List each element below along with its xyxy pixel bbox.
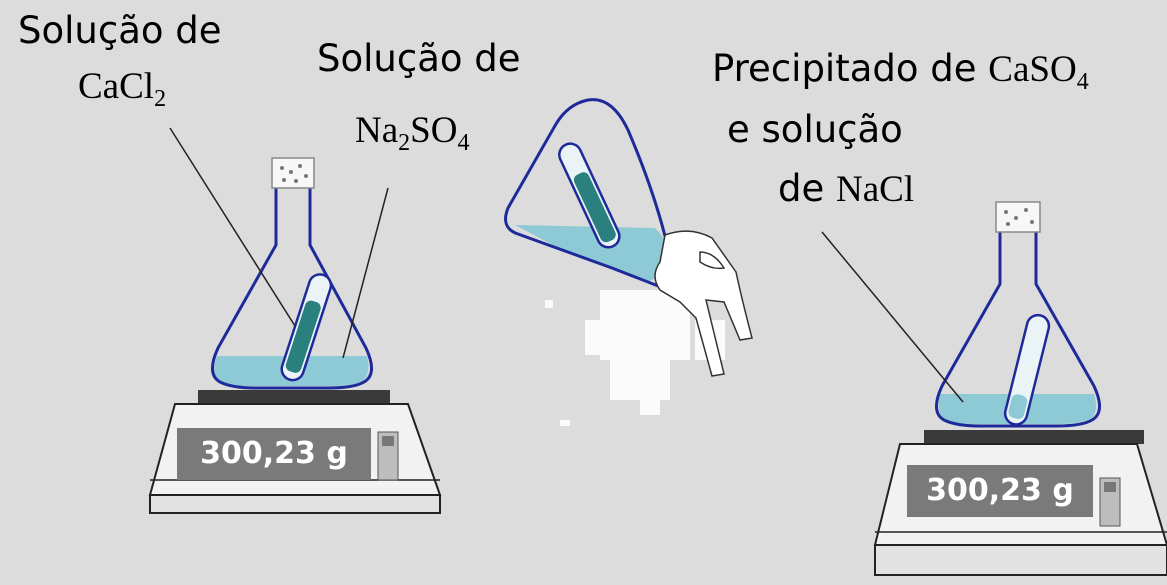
pouring-flask bbox=[504, 98, 753, 426]
nacl-label: de NaCl bbox=[778, 167, 915, 210]
right-scale-pan bbox=[924, 430, 1144, 444]
cacl2-label-prefix: Solução de bbox=[18, 9, 222, 52]
left-test-tube bbox=[280, 273, 333, 382]
cacl2-formula: CaCl2 bbox=[78, 66, 167, 112]
left-flask bbox=[211, 157, 373, 390]
right-scale-base bbox=[874, 544, 1167, 576]
precip-label-line1: Precipitado de CaSO4 bbox=[712, 47, 1089, 95]
pouring-flask-glass bbox=[504, 98, 696, 298]
left-flask-glass bbox=[211, 185, 373, 390]
right-scale-display: 300,23 g bbox=[907, 465, 1093, 517]
cacl2-leader-line bbox=[169, 127, 296, 327]
nacl-leader-line bbox=[821, 231, 964, 403]
right-flask-stopper bbox=[995, 201, 1041, 233]
hand-icon bbox=[654, 230, 753, 377]
right-flask-glass bbox=[935, 225, 1101, 428]
na2so4-label-prefix: Solução de bbox=[317, 37, 521, 80]
right-scale-weight-icon bbox=[1099, 477, 1121, 527]
left-scale-pan bbox=[198, 390, 390, 404]
right-flask bbox=[935, 201, 1101, 428]
left-tube-solution bbox=[285, 300, 321, 373]
left-scale-base bbox=[149, 494, 441, 514]
precip-label-line2: e solução bbox=[727, 108, 903, 151]
na2so4-formula: Na2SO4 bbox=[355, 110, 470, 156]
left-scale-display: 300,23 g bbox=[177, 428, 371, 480]
left-scale-weight-icon bbox=[377, 431, 399, 481]
pouring-test-tube bbox=[558, 142, 621, 249]
right-test-tube bbox=[1003, 313, 1051, 426]
pouring-flask-solution bbox=[515, 225, 672, 282]
left-flask-stopper bbox=[271, 157, 315, 189]
na2so4-leader-line bbox=[342, 187, 389, 359]
